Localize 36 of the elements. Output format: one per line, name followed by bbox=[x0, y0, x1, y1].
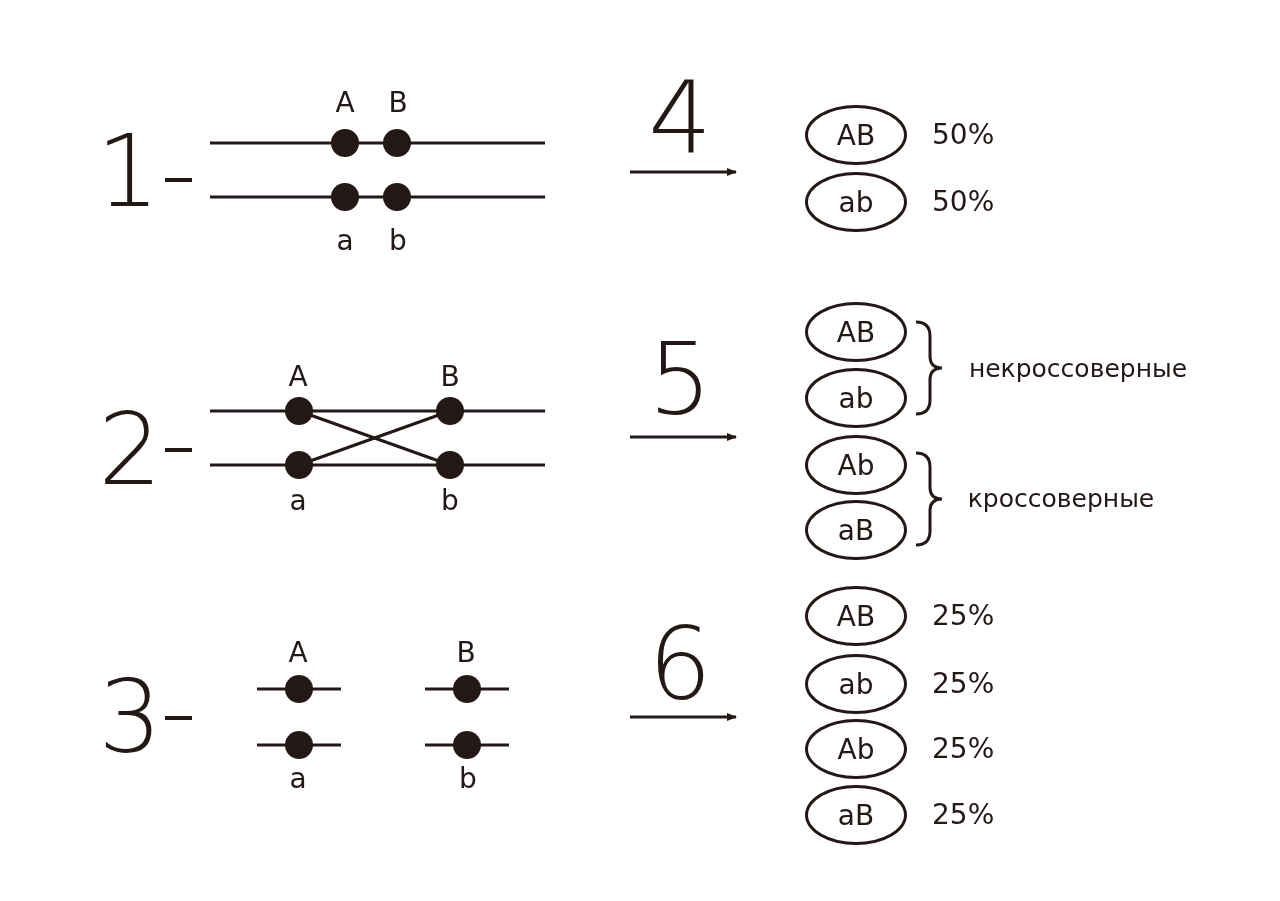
group-label: кроссоверные bbox=[967, 485, 1155, 511]
arrow-number: 6 bbox=[648, 615, 712, 715]
gene-letter: A bbox=[335, 89, 355, 117]
percent-label: 50% bbox=[932, 188, 995, 216]
percent-label: 25% bbox=[932, 670, 995, 698]
gamete-ellipse: Ab bbox=[805, 435, 907, 495]
gamete-ellipse: AB bbox=[805, 302, 907, 362]
row-number: 3 bbox=[98, 668, 162, 768]
row-number: 1 bbox=[96, 122, 160, 222]
gene-letter: B bbox=[440, 363, 460, 391]
gene-letter: B bbox=[456, 639, 476, 667]
gene-letter: a bbox=[289, 487, 307, 515]
group-label: некроссоверные bbox=[968, 355, 1188, 381]
percent-label: 25% bbox=[932, 602, 995, 630]
gene-letter: B bbox=[388, 89, 408, 117]
gamete-ellipse: AB bbox=[805, 105, 907, 165]
gamete-ellipse: ab bbox=[805, 368, 907, 428]
percent-label: 25% bbox=[932, 735, 995, 763]
gamete-ellipse: AB bbox=[805, 586, 907, 646]
gamete-ellipse: Ab bbox=[805, 719, 907, 779]
arrow-number: 5 bbox=[648, 330, 712, 430]
gamete-ellipse: aB bbox=[805, 500, 907, 560]
gene-letter: a bbox=[289, 765, 307, 793]
gene-letter: A bbox=[288, 639, 308, 667]
gene-letter: b bbox=[459, 765, 477, 793]
arrow-number: 4 bbox=[648, 68, 712, 168]
percent-label: 25% bbox=[932, 801, 995, 829]
row-number: 2 bbox=[98, 400, 162, 500]
percent-label: 50% bbox=[932, 121, 995, 149]
gene-letter: A bbox=[288, 363, 308, 391]
gamete-ellipse: ab bbox=[805, 172, 907, 232]
gamete-ellipse: ab bbox=[805, 654, 907, 714]
gene-letter: b bbox=[389, 227, 407, 255]
gamete-ellipse: aB bbox=[805, 785, 907, 845]
gene-letter: b bbox=[441, 487, 459, 515]
gene-letter: a bbox=[336, 227, 354, 255]
